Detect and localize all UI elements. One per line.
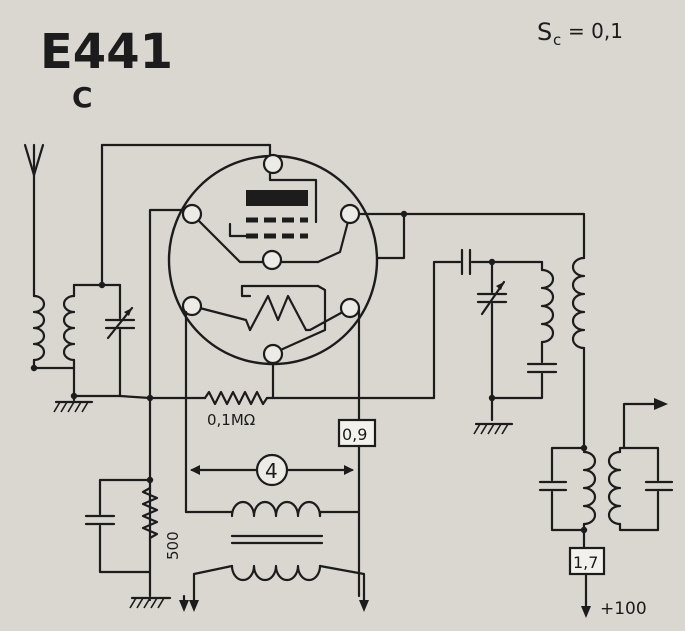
tube-socket bbox=[167, 153, 379, 366]
screen-current-label: 0,9 bbox=[342, 425, 367, 444]
slope-value: = 0,1 bbox=[568, 19, 623, 43]
ratio-dimension: 4 bbox=[190, 453, 354, 487]
if-transformer bbox=[538, 398, 674, 550]
grid-resistor-label: 0,1MΩ bbox=[207, 411, 255, 429]
anode-current-box bbox=[568, 546, 606, 576]
socket-pin bbox=[181, 295, 203, 317]
cathode-resistor bbox=[141, 486, 159, 540]
ground-symbol bbox=[129, 596, 172, 609]
tube-suffix-label: C bbox=[72, 81, 93, 114]
transformer-ratio-label: 4 bbox=[265, 459, 278, 483]
input-tuning-capacitor bbox=[72, 283, 136, 398]
coupling-capacitor bbox=[432, 248, 544, 400]
socket-pin bbox=[262, 343, 284, 365]
supply-voltage-label: +100 bbox=[600, 599, 647, 619]
socket-pin bbox=[181, 203, 203, 225]
ground-symbol bbox=[473, 422, 514, 435]
anode-plate bbox=[246, 190, 308, 206]
grid-leak-resistor bbox=[203, 361, 436, 406]
ground-symbol bbox=[53, 400, 94, 413]
grid-coil bbox=[62, 143, 272, 402]
socket-pin bbox=[339, 203, 361, 225]
output-transformer bbox=[184, 500, 369, 612]
cathode-bypass-capacitor bbox=[84, 478, 152, 574]
anode-choke-coil bbox=[571, 256, 586, 450]
screen-slope-label: S c = 0,1 bbox=[537, 18, 623, 49]
socket-pin bbox=[261, 249, 283, 271]
anode-current-label: 1,7 bbox=[573, 553, 598, 572]
tube-type-label: E441 bbox=[40, 24, 173, 80]
slope-subscript: c bbox=[553, 31, 561, 49]
cathode-resistor-label: 500 bbox=[164, 531, 182, 560]
antenna-symbol bbox=[23, 143, 45, 292]
socket-pin bbox=[262, 153, 284, 175]
slope-symbol: S bbox=[537, 18, 552, 46]
screen-current-box bbox=[337, 418, 377, 448]
tank-coil bbox=[490, 260, 558, 400]
socket-pin bbox=[339, 297, 361, 319]
